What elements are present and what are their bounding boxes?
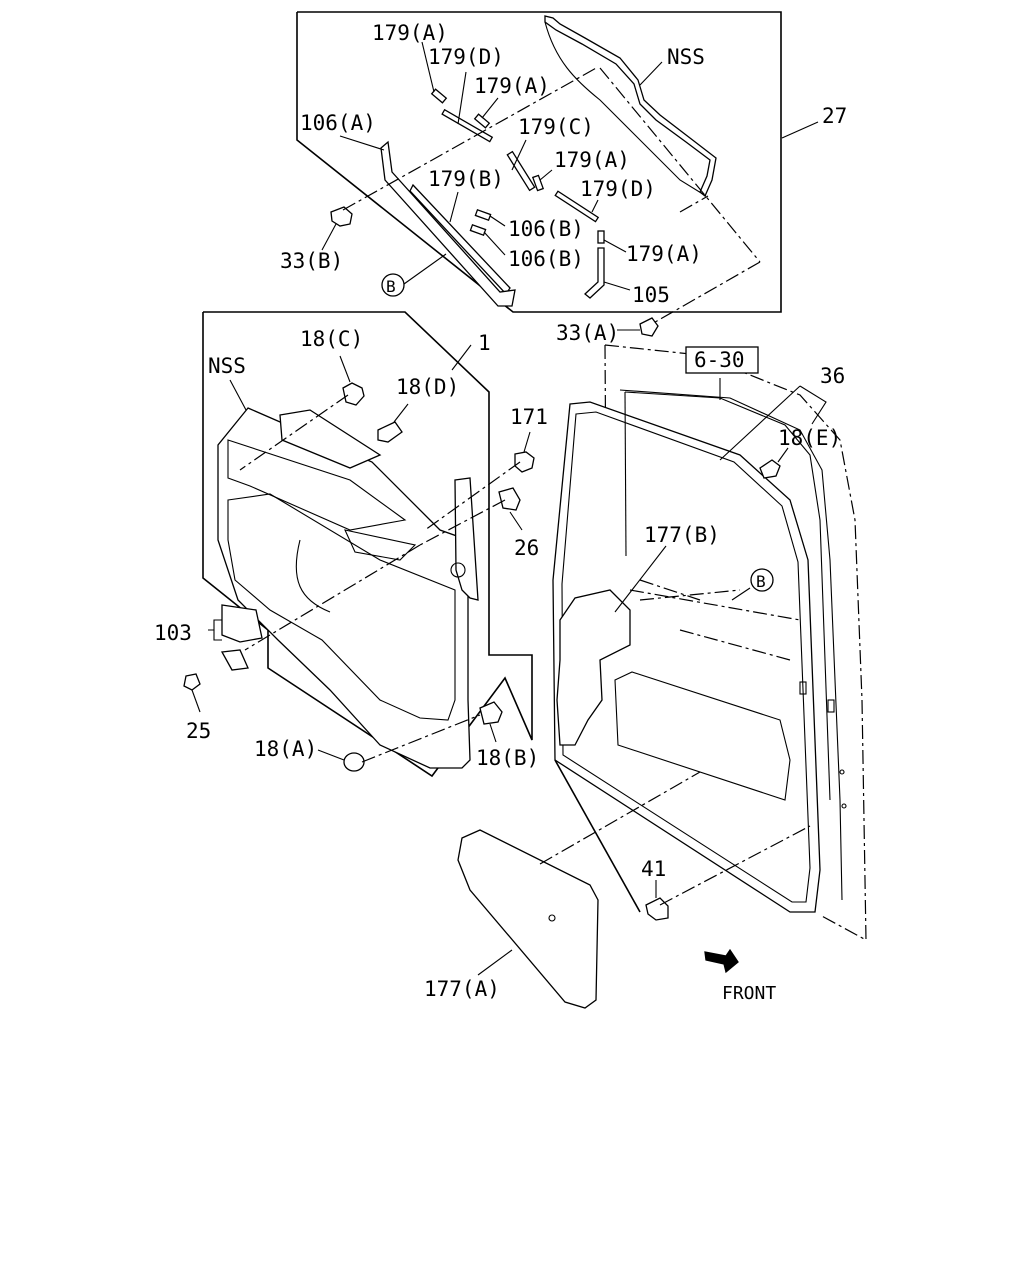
label-nss-top: NSS — [667, 45, 705, 69]
door-assembly — [457, 344, 867, 1009]
label-26: 26 — [514, 536, 539, 560]
weatherstrip-106a — [380, 140, 516, 307]
label-36: 36 — [820, 364, 845, 388]
clip-33b — [330, 206, 353, 227]
label-177a: 177(A) — [424, 977, 500, 1001]
strip-179b — [409, 183, 511, 296]
strip-179d-2 — [554, 190, 600, 223]
door-trim-assembly — [183, 311, 535, 778]
label-106b-2: 106(B) — [508, 247, 584, 271]
part-labels: 179(A) 179(D) 179(A) 179(C) 179(A) 179(B… — [154, 21, 847, 1004]
clip-171 — [514, 451, 535, 473]
label-1: 1 — [478, 331, 491, 355]
label-177b: 177(B) — [644, 523, 720, 547]
bracket-18d — [377, 421, 403, 443]
label-41: 41 — [641, 857, 666, 881]
label-179a-3: 179(A) — [554, 148, 630, 172]
label-179a-2: 179(A) — [474, 74, 550, 98]
clip-18e — [759, 459, 781, 479]
sealing-sheet-177b — [556, 589, 631, 746]
reference-b-marker-top — [381, 273, 405, 297]
label-25: 25 — [186, 719, 211, 743]
label-33a: 33(A) — [556, 321, 619, 345]
label-27: 27 — [822, 104, 847, 128]
label-179b: 179(B) — [428, 167, 504, 191]
trim-board-177a — [457, 829, 599, 1009]
clip-106b-1 — [474, 208, 492, 222]
weatherstrip-36 — [552, 401, 821, 913]
label-179c: 179(C) — [518, 115, 594, 139]
clip-18b — [479, 701, 503, 725]
label-33b: 33(B) — [280, 249, 343, 273]
clip-33a — [639, 317, 659, 337]
label-18d: 18(D) — [396, 375, 459, 399]
label-6-30: 6-30 — [694, 348, 745, 372]
label-179d-1: 179(D) — [428, 45, 504, 69]
label-18e: 18(E) — [778, 426, 841, 450]
clip-106b-2 — [469, 223, 487, 237]
screw-25 — [183, 673, 201, 691]
label-171: 171 — [510, 405, 548, 429]
label-106a: 106(A) — [300, 111, 376, 135]
clip-26 — [498, 487, 521, 511]
label-18a: 18(A) — [254, 737, 317, 761]
label-105: 105 — [632, 283, 670, 307]
clip-18c — [342, 382, 365, 406]
clip-179a-2 — [473, 113, 491, 129]
reference-b-marker-door — [750, 568, 774, 592]
label-b-top: B — [386, 277, 396, 296]
label-179a-1: 179(A) — [372, 21, 448, 45]
label-106b-1: 106(B) — [508, 217, 584, 241]
label-front: FRONT — [722, 983, 776, 1004]
label-b-mid: B — [756, 572, 766, 591]
ref-box-6-30 — [685, 346, 759, 374]
trim-pillar-strip — [454, 477, 479, 601]
clip-18a — [343, 752, 365, 772]
clip-41 — [645, 897, 669, 921]
front-arrow-icon — [704, 948, 739, 974]
label-179d-2: 179(D) — [580, 177, 656, 201]
label-18b: 18(B) — [476, 746, 539, 770]
label-103: 103 — [154, 621, 192, 645]
inset-panel-27 — [296, 11, 819, 337]
switch-103 — [221, 604, 263, 643]
strip-179c — [506, 150, 536, 192]
clip-179a-3 — [531, 174, 545, 192]
door-trim-panel — [217, 407, 471, 769]
label-179a-4: 179(A) — [626, 242, 702, 266]
strip-105 — [584, 247, 605, 299]
label-18c: 18(C) — [300, 327, 363, 351]
label-nss-mid: NSS — [208, 354, 246, 378]
clip-179a-4 — [597, 230, 605, 244]
bracket-103 — [220, 649, 249, 671]
